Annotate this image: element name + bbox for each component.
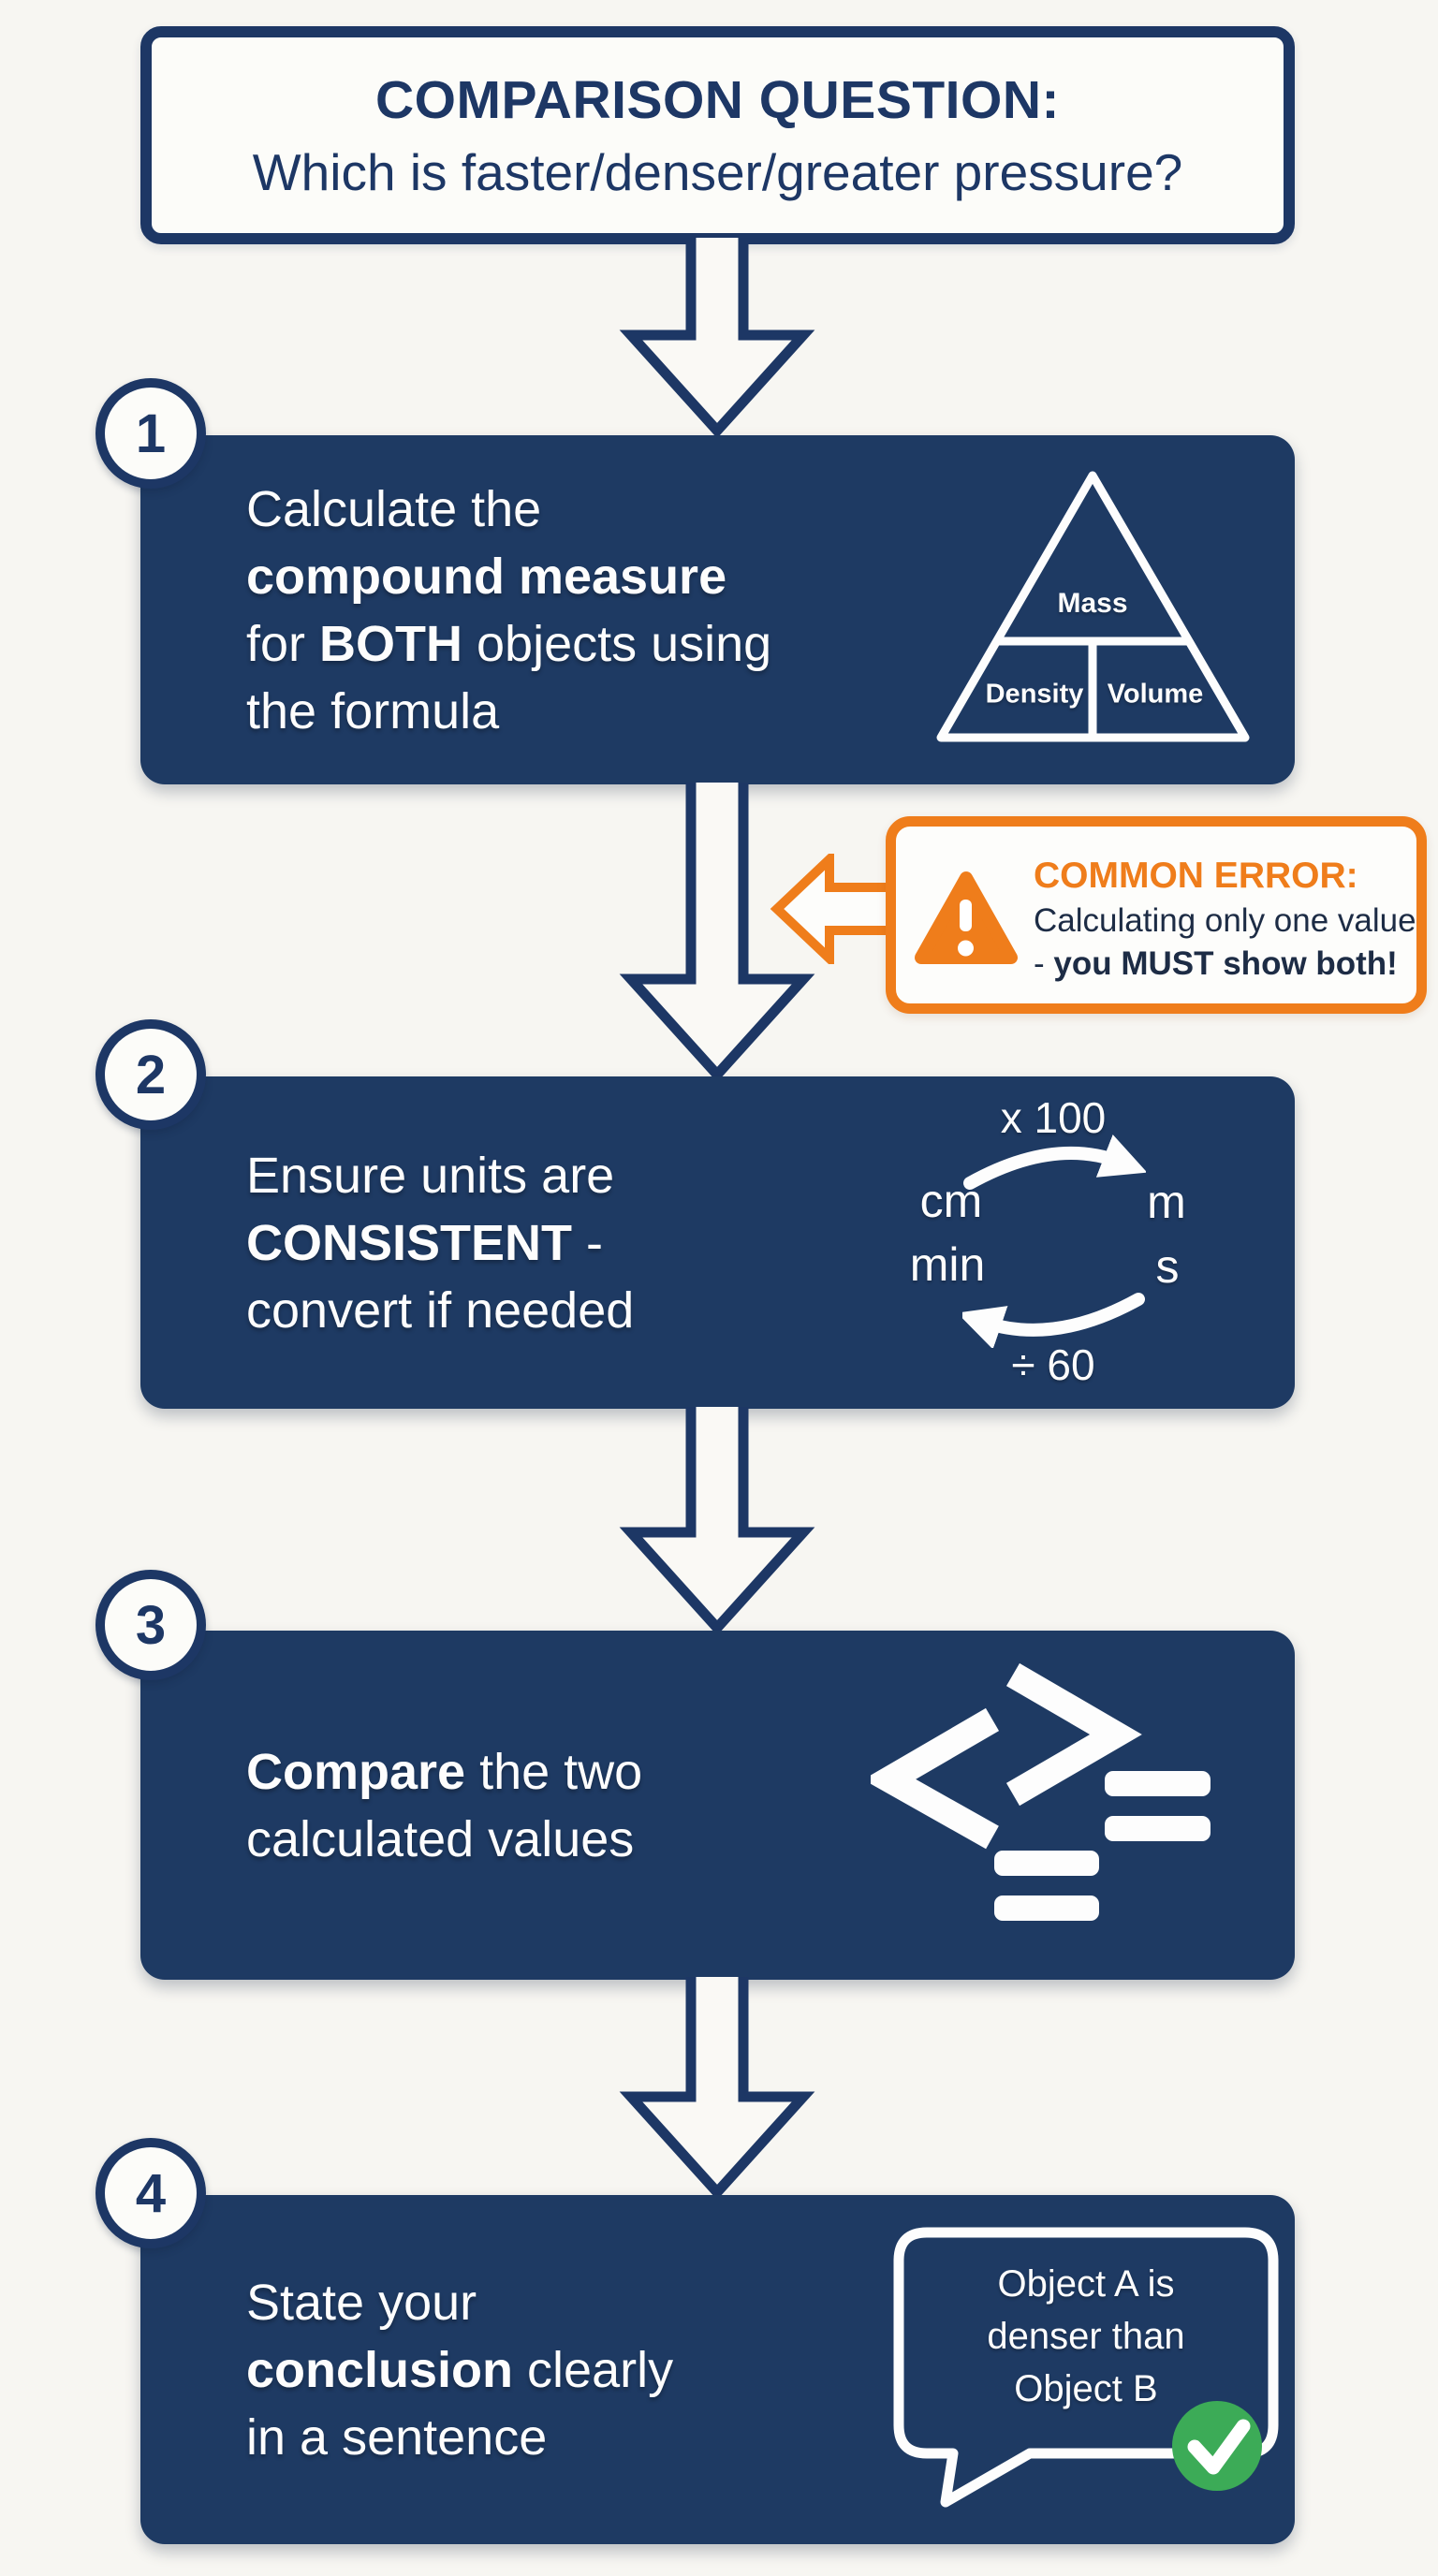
step-4-number-badge: 4	[95, 2138, 206, 2248]
down-arrow-icon	[619, 1407, 815, 1633]
conversion-divide-label: ÷ 60	[1011, 1340, 1095, 1389]
step-text-line: conclusion clearly	[246, 2341, 674, 2398]
step-text-line: Calculate the	[246, 480, 542, 537]
bubble-text-line: Object A is	[997, 2263, 1175, 2305]
error-callout-line: Calculating only one value	[1034, 902, 1416, 939]
step-text-line: calculated values	[246, 1810, 635, 1867]
curved-arrow-left-icon	[962, 1293, 1145, 1348]
bubble-text-line: denser than	[987, 2316, 1185, 2357]
triangle-label-density: Density	[985, 679, 1084, 710]
step-1-number-badge: 1	[95, 378, 206, 489]
step-2-box	[140, 1076, 1295, 1409]
step-number: 4	[135, 2162, 167, 2224]
step-text-line: Compare the two	[246, 1743, 643, 1800]
step-text-line: in a sentence	[246, 2408, 548, 2466]
step-number: 1	[135, 402, 167, 464]
triangle-label-volume: Volume	[1107, 679, 1204, 710]
question-box: COMPARISON QUESTION: Which is faster/den…	[140, 26, 1295, 244]
error-callout-text: COMMON ERROR: Calculating only one value…	[1034, 854, 1417, 985]
step-1-text: Calculate the compound measure for BOTH …	[246, 435, 902, 784]
bubble-text-line: Object B	[1014, 2368, 1158, 2409]
error-callout-title: COMMON ERROR:	[1034, 856, 1358, 896]
step-3-number-badge: 3	[95, 1570, 206, 1680]
speech-bubble	[893, 2227, 1279, 2508]
step-number: 3	[135, 1594, 167, 1656]
conversion-unit-cm: cm	[919, 1175, 983, 1227]
conversion-unit-m: m	[1147, 1176, 1186, 1228]
formula-triangle-icon	[936, 471, 1250, 742]
step-text-line: compound measure	[246, 548, 727, 605]
question-subtitle: Which is faster/denser/greater pressure?	[252, 142, 1183, 201]
step-text-line: convert if needed	[246, 1281, 635, 1339]
down-arrow-icon	[619, 783, 815, 1080]
step-3-box	[140, 1631, 1295, 1980]
step-2-text: Ensure units are CONSISTENT - convert if…	[246, 1076, 845, 1409]
step-text-line: for BOTH objects using	[246, 615, 772, 672]
step-text-line: Ensure units are	[246, 1147, 615, 1204]
down-arrow-icon	[619, 1977, 815, 2198]
step-text-line: State your	[246, 2274, 477, 2331]
step-text-line: the formula	[246, 682, 500, 739]
down-arrow-icon	[619, 238, 815, 436]
check-icon	[1172, 2401, 1262, 2491]
comparison-symbols-icon	[871, 1662, 1211, 1921]
conversion-unit-s: s	[1155, 1240, 1180, 1293]
step-number: 2	[135, 1044, 167, 1105]
triangle-label-mass: Mass	[1057, 588, 1128, 619]
error-callout-line: - you MUST show both!	[1034, 945, 1398, 982]
conversion-multiply-label: x 100	[1000, 1093, 1107, 1142]
step-text-line: CONSISTENT -	[246, 1214, 604, 1271]
question-title: COMPARISON QUESTION:	[375, 69, 1060, 130]
step-2-number-badge: 2	[95, 1019, 206, 1130]
warning-icon	[915, 871, 1018, 964]
step-3-text: Compare the two calculated values	[246, 1631, 845, 1980]
conversion-unit-min: min	[909, 1238, 986, 1291]
step-4-text: State your conclusion clearly in a sente…	[246, 2195, 845, 2544]
speech-bubble-text: Object A is denser than Object B	[917, 2258, 1255, 2415]
curved-arrow-right-icon	[963, 1134, 1146, 1190]
left-arrow-icon	[770, 854, 893, 964]
